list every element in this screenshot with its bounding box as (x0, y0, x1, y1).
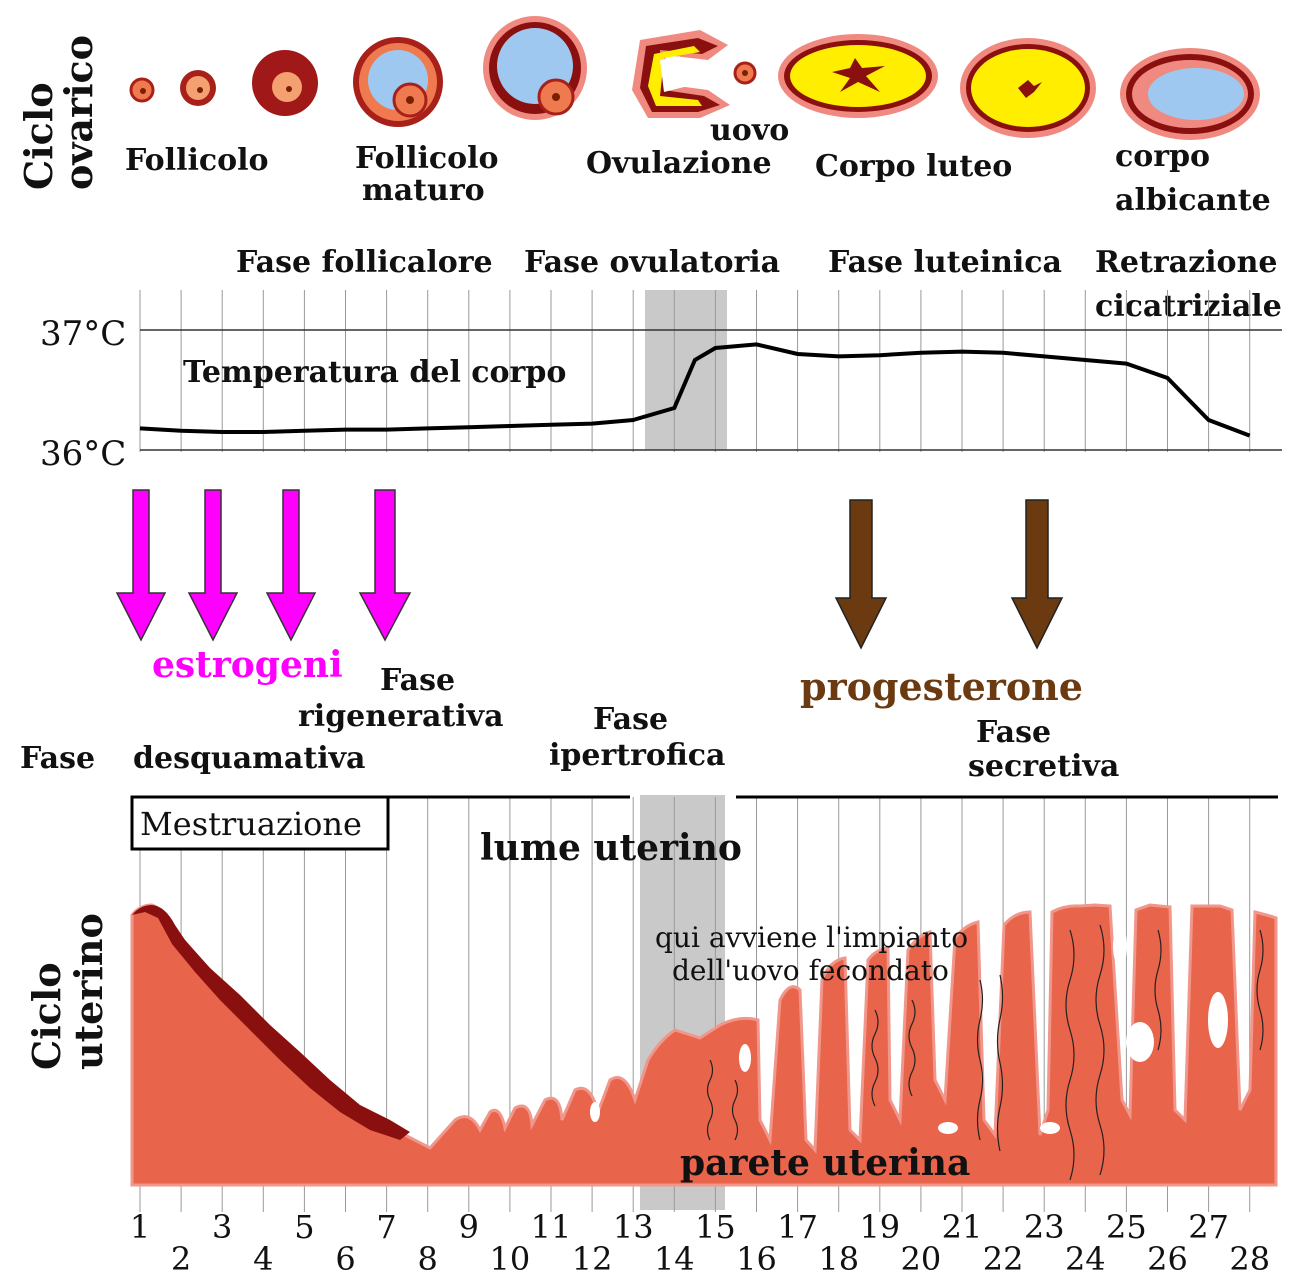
label-mestruazione: Mestruazione (140, 805, 362, 843)
day-label-odd: 7 (376, 1208, 396, 1246)
ovulation-band-top (645, 290, 727, 450)
fase-ipertrofica-2: ipertrofica (549, 738, 725, 773)
label-impianto-2: dell'uovo fecondato (672, 954, 949, 987)
label-corpo-albicante-2: albicante (1115, 183, 1271, 218)
temp-label-37: 37°C (40, 314, 126, 354)
phase-ovulatoria: Fase ovulatoria (524, 245, 780, 280)
progesterone-arrows (834, 499, 1064, 650)
label-follicolo-maturo-1: Follicolo (355, 141, 499, 176)
label-corpo-luteo: Corpo luteo (815, 149, 1012, 184)
fase-desquamativa-2: desquamativa (133, 741, 366, 776)
estrogen-arrow (115, 489, 167, 642)
uterine-label-line2: uterino (66, 913, 111, 1070)
label-impianto-1: qui avviene l'impianto (655, 921, 968, 954)
day-label-odd: 3 (212, 1208, 232, 1246)
progesterone-arrow (1010, 499, 1064, 650)
day-label-odd: 19 (859, 1208, 900, 1246)
day-label-odd: 17 (777, 1208, 818, 1246)
day-label-odd: 27 (1188, 1208, 1229, 1246)
estrogen-arrow (265, 489, 317, 642)
day-label-odd: 21 (942, 1208, 983, 1246)
corpus-luteum-2 (960, 38, 1096, 138)
day-label-odd: 15 (695, 1208, 736, 1246)
phase-retrazione-2: cicatriziale (1095, 289, 1282, 324)
fase-secretiva-1: Fase (976, 715, 1051, 750)
day-label-even: 10 (490, 1240, 531, 1278)
label-progesterone: progesterone (800, 664, 1083, 709)
temperature-chart: 37°C 36°C Temperatura del corpo (40, 290, 1282, 474)
phase-retrazione-1: Retrazione (1095, 245, 1277, 280)
temperature-curve-label: Temperatura del corpo (183, 355, 566, 390)
day-label-even: 6 (335, 1240, 355, 1278)
label-corpo-albicante-1: corpo (1115, 139, 1210, 174)
ovarian-row-label: Ciclo ovarico (16, 35, 101, 190)
corpus-albicans (1120, 48, 1260, 140)
follicle-stage-2 (180, 70, 216, 106)
day-label-even: 28 (1229, 1240, 1270, 1278)
fase-desquamativa-1: Fase (20, 741, 95, 776)
label-ovulazione: Ovulazione (586, 146, 772, 181)
follicle-mature-large (483, 16, 587, 120)
day-label-odd: 11 (531, 1208, 572, 1246)
day-label-odd: 5 (294, 1208, 314, 1246)
day-label-even: 20 (901, 1240, 942, 1278)
ovulation-rupture (632, 30, 757, 118)
day-label-odd: 13 (613, 1208, 654, 1246)
ovarian-label-line2: ovarico (56, 35, 101, 190)
ovarian-label-line1: Ciclo (16, 82, 61, 190)
fase-ipertrofica-1: Fase (593, 702, 668, 737)
day-label-odd: 9 (459, 1208, 479, 1246)
day-label-even: 14 (654, 1240, 695, 1278)
fase-rigenerativa-2: rigenerativa (298, 699, 504, 734)
estrogen-arrow (187, 489, 239, 642)
corpus-luteum-1 (778, 34, 938, 118)
day-label-even: 8 (418, 1240, 438, 1278)
day-label-even: 16 (736, 1240, 777, 1278)
day-label-odd: 23 (1024, 1208, 1065, 1246)
label-follicolo-maturo-2: maturo (362, 173, 485, 208)
follicle-stage-1 (129, 77, 155, 103)
day-label-odd: 1 (130, 1208, 150, 1246)
uterine-chart: Mestruazione lume uterino (130, 795, 1278, 1212)
progesterone-arrow (834, 499, 888, 650)
temp-label-36: 36°C (40, 434, 126, 474)
fase-rigenerativa-1: Fase (380, 663, 455, 698)
day-label-even: 22 (983, 1240, 1024, 1278)
label-lume-uterino: lume uterino (480, 827, 742, 869)
estrogen-arrows (115, 489, 412, 642)
follicle-mature-small (353, 37, 443, 127)
phase-luteinica: Fase luteinica (828, 245, 1062, 280)
day-label-even: 2 (171, 1240, 191, 1278)
day-label-even: 4 (253, 1240, 273, 1278)
label-estrogeni: estrogeni (152, 644, 343, 686)
day-label-even: 26 (1147, 1240, 1188, 1278)
follicle-stage-3 (252, 50, 318, 116)
uterine-label-line1: Ciclo (24, 962, 69, 1070)
fase-secretiva-2: secretiva (968, 749, 1119, 784)
temperature-curve (139, 342, 1251, 438)
day-label-even: 12 (572, 1240, 613, 1278)
estrogen-arrow (358, 489, 412, 642)
mestruazione-box (130, 795, 390, 851)
day-label-even: 18 (818, 1240, 859, 1278)
label-follicolo: Follicolo (125, 143, 269, 178)
label-uovo: uovo (710, 113, 789, 148)
day-label-odd: 25 (1106, 1208, 1147, 1246)
uterine-row-label: Ciclo uterino (24, 913, 111, 1070)
endometrium-tissue (130, 903, 1278, 1187)
phase-follicolare: Fase follicalore (236, 245, 493, 280)
label-parete-uterina: parete uterina (680, 1142, 970, 1184)
day-label-even: 24 (1065, 1240, 1106, 1278)
